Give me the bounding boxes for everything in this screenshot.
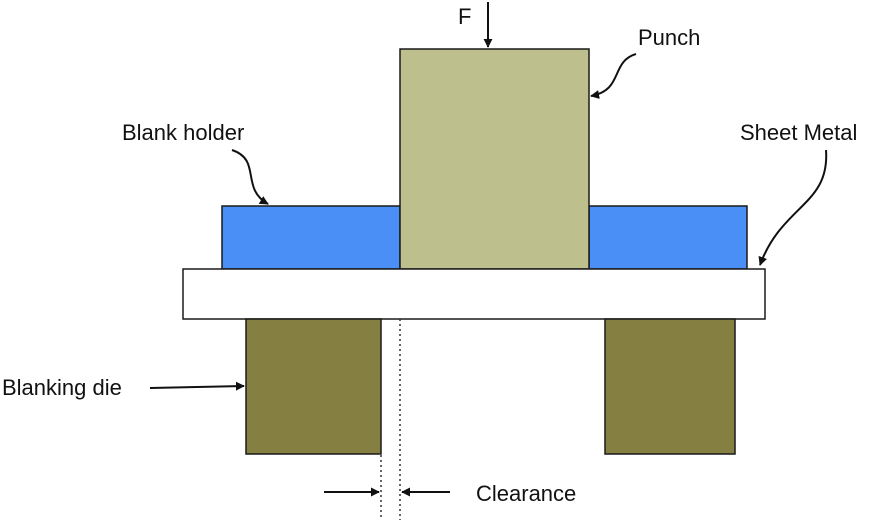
blank-holder-leader bbox=[231, 149, 269, 205]
blanking-die-leader bbox=[149, 381, 245, 391]
blanking-die-label: Blanking die bbox=[2, 375, 122, 400]
blank-holder-left bbox=[221, 205, 401, 270]
blank-holder-label: Blank holder bbox=[122, 120, 244, 145]
sheet-metal bbox=[182, 268, 766, 320]
clearance-label: Clearance bbox=[476, 481, 576, 506]
sheet-metal-label: Sheet Metal bbox=[740, 120, 857, 145]
blanking-die-right bbox=[604, 318, 736, 455]
punch bbox=[399, 48, 590, 270]
sheet-metal-leader bbox=[758, 149, 828, 266]
punch-label: Punch bbox=[638, 25, 700, 50]
blanking-die-left bbox=[245, 318, 382, 455]
force-label: F bbox=[458, 4, 471, 29]
blank-holder-right bbox=[588, 205, 748, 270]
punch-leader bbox=[590, 53, 637, 99]
